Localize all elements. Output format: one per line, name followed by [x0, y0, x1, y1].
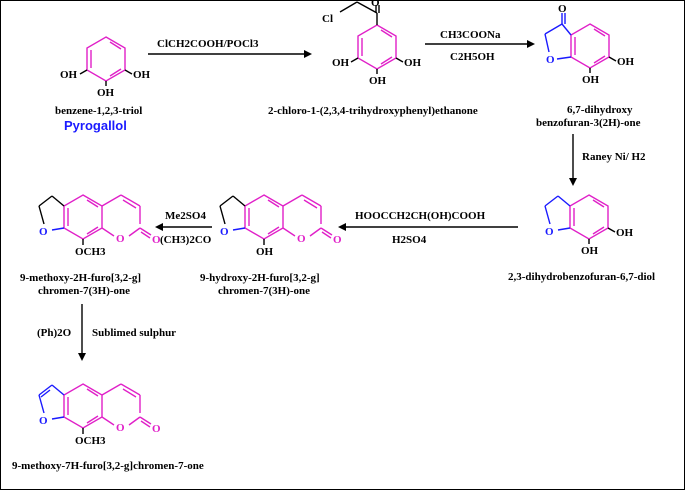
- reagent-step5-top: Me2SO4: [165, 210, 206, 222]
- methoxyfurochromenone-structure: O O O OCH3: [38, 194, 161, 258]
- chloroketone-oh-4: OH: [404, 57, 422, 69]
- dihydrobenzofuran-oh-6: OH: [616, 227, 634, 239]
- dihydrobenzofuran-oh-7: OH: [581, 245, 599, 257]
- reagent-step2-bottom: C2H5OH: [450, 51, 495, 63]
- dihydrobenzofuran-name: 2,3-dihydrobenzofuran-6,7-diol: [508, 271, 655, 283]
- reagent-step1: ClCH2COOH/POCl3: [157, 38, 259, 50]
- pyrogallol-structure: OH OH OH: [60, 36, 151, 99]
- methoxsalen-name: 9-methoxy-7H-furo[3,2-g]chromen-7-one: [12, 460, 204, 472]
- benzofuranone-carbonyl-o: O: [558, 3, 567, 15]
- hydroxyfurochromenone-oh: OH: [256, 246, 274, 258]
- arrow-step2: [425, 40, 535, 48]
- methoxsalen-ring-o: O: [116, 422, 125, 434]
- methoxsalen-och3: OCH3: [75, 435, 106, 447]
- arrow-step1: [148, 50, 312, 58]
- methoxyfurochromenone-name-line1: 9-methoxy-2H-furo[3,2-g]: [20, 272, 141, 284]
- benzofuranone-oh-6: OH: [617, 56, 635, 68]
- pyrogallol-name: benzene-1,2,3-triol: [55, 105, 142, 117]
- methoxyfurochromenone-name-line2: chromen-7(3H)-one: [38, 285, 130, 297]
- hydroxyfurochromenone-name-line2: chromen-7(3H)-one: [218, 285, 310, 297]
- benzofuranone-oh-7: OH: [582, 74, 600, 86]
- reagent-step2-top: CH3COONa: [440, 29, 501, 41]
- methoxyfurochromenone-carbonyl-o: O: [152, 234, 161, 246]
- reagent-step5-bottom: (CH3)2CO: [160, 234, 212, 246]
- methoxyfurochromenone-furan-o: O: [39, 226, 48, 238]
- chloroketone-oh-3: OH: [369, 75, 387, 87]
- pyrogallol-oh-left: OH: [60, 69, 78, 81]
- pyrogallol-trivial-name: Pyrogallol: [64, 118, 127, 133]
- arrow-step5: [155, 223, 212, 231]
- chloroketone-oh-2: OH: [332, 57, 350, 69]
- methoxyfurochromenone-och3: OCH3: [75, 246, 106, 258]
- hydroxyfurochromenone-furan-o: O: [220, 226, 229, 238]
- hydroxyfurochromenone-name-line1: 9-hydroxy-2H-furo[3,2-g]: [200, 272, 320, 284]
- benzofuranone-name-line1: 6,7-dihydroxy: [567, 104, 633, 116]
- chloroketone-structure: O Cl OH OH OH: [322, 0, 422, 87]
- chloroketone-name: 2-chloro-1-(2,3,4-trihydroxyphenyl)ethan…: [268, 105, 478, 117]
- arrow-step3: [569, 134, 577, 186]
- reagent-step3: Raney Ni/ H2: [582, 151, 646, 163]
- dihydrobenzofuran-structure: O OH OH: [544, 194, 634, 257]
- methoxyfurochromenone-ring-o: O: [116, 233, 125, 245]
- methoxsalen-structure: O O O OCH3: [38, 383, 161, 447]
- hydroxyfurochromenone-carbonyl-o: O: [333, 234, 342, 246]
- reagent-step6-left: (Ph)2O: [37, 327, 72, 339]
- arrow-step4: [338, 223, 518, 231]
- benzofuranone-structure: O O OH OH: [544, 3, 635, 86]
- pyrogallol-oh-bottom: OH: [97, 87, 115, 99]
- methoxsalen-furan-o: O: [39, 415, 48, 427]
- hydroxyfurochromenone-ring-o: O: [297, 233, 306, 245]
- benzofuranone-ring-o: O: [546, 54, 555, 66]
- reagent-step4-bottom: H2SO4: [392, 234, 427, 246]
- reagent-step6-right: Sublimed sulphur: [92, 327, 176, 339]
- benzofuranone-name-line2: benzofuran-3(2H)-one: [536, 117, 641, 129]
- pyrogallol-oh-right: OH: [133, 69, 151, 81]
- arrow-step6: [78, 304, 86, 361]
- methoxsalen-carbonyl-o: O: [152, 423, 161, 435]
- chloroketone-carbonyl-o: O: [371, 0, 380, 9]
- hydroxyfurochromenone-structure: O O O OH: [219, 194, 342, 258]
- chloroketone-cl: Cl: [322, 13, 333, 25]
- reagent-step4-top: HOOCCH2CH(OH)COOH: [355, 210, 486, 222]
- dihydrobenzofuran-ring-o: O: [545, 226, 554, 238]
